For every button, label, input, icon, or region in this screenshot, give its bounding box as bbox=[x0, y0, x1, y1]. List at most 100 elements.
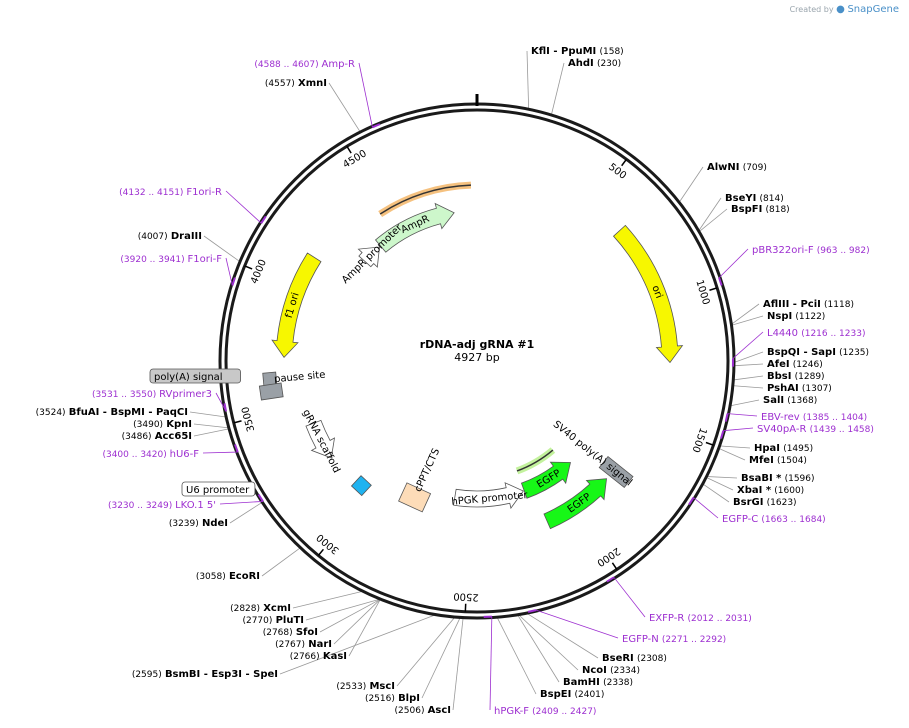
enzyme-label-afliii: AflIII - PciI (1118) bbox=[763, 299, 854, 310]
primer-range: (4588 .. 4607) bbox=[254, 60, 321, 70]
enzyme-label-bamhi: BamHI (2338) bbox=[563, 677, 633, 688]
enzyme-name: NcoI bbox=[582, 665, 607, 676]
enzyme-label-xbai: XbaI * (1600) bbox=[737, 485, 804, 496]
enzyme-name: DraIII bbox=[171, 231, 202, 242]
primer-name: hU6-F bbox=[170, 449, 200, 460]
enzyme-position: (2506) bbox=[395, 706, 425, 716]
primer-glow-0 bbox=[378, 181, 472, 217]
enzyme-label-hpai: HpaI (1495) bbox=[754, 443, 813, 454]
enzyme-position: (814) bbox=[760, 194, 784, 204]
primer-mark-lko-1-5 bbox=[257, 493, 264, 502]
enzyme-name: AlwNI bbox=[707, 162, 740, 173]
enzyme-name: BspFI bbox=[731, 204, 762, 215]
enzyme-extra: - PpuMI bbox=[550, 46, 596, 57]
enzyme-line-draiii-1 bbox=[203, 235, 240, 262]
enzyme-label-xmni: (4557) XmnI bbox=[265, 78, 327, 89]
primer-line-ebv-rev bbox=[727, 413, 758, 417]
feature-ampr-0 bbox=[374, 202, 455, 253]
enzyme-label-xcmi: (2828) XcmI bbox=[230, 603, 291, 614]
enzyme-position: (2767) bbox=[275, 640, 305, 650]
enzyme-position: (2768) bbox=[263, 628, 293, 638]
enzyme-line-kasi-11 bbox=[348, 599, 381, 657]
enzyme-label-bsmbi: (2595) BsmBI - Esp3I - SpeI bbox=[132, 669, 278, 680]
enzyme-label-sali: SalI (1368) bbox=[763, 395, 817, 406]
enzyme-label-kasi: (2766) KasI bbox=[290, 651, 347, 662]
primer-label-l4440: L4440 (1216 .. 1233) bbox=[767, 328, 865, 339]
enzyme-name: HpaI bbox=[754, 443, 780, 454]
primer-name: EGFP-N bbox=[622, 634, 662, 645]
primer-mark-pbr322ori-f bbox=[718, 277, 723, 286]
primer-range: (3230 .. 3249) bbox=[108, 501, 175, 511]
enzyme-extra: - Esp3I - SpeI bbox=[200, 669, 278, 680]
primer-mark-rvprimer3 bbox=[223, 403, 227, 412]
primer-line-egfp-c bbox=[693, 497, 719, 519]
enzyme-position: (1495) bbox=[783, 444, 813, 454]
primer-range: (2409 .. 2427) bbox=[532, 707, 596, 717]
enzyme-position: (1504) bbox=[777, 456, 807, 466]
primer-mark-exfp-r bbox=[606, 576, 615, 583]
tick-4500 bbox=[346, 145, 352, 154]
enzyme-line-ncoi-18 bbox=[519, 615, 579, 671]
primer-range: (963 .. 982) bbox=[817, 246, 870, 256]
tick-label-500: 500 bbox=[606, 162, 628, 182]
primer-mark-ebv-rev bbox=[724, 413, 729, 422]
credit-prefix: Created by bbox=[789, 5, 834, 14]
enzyme-label-ahdi: AhdI (230) bbox=[568, 58, 621, 69]
tick-label-2000: 2000 bbox=[595, 545, 622, 568]
feature-label-ampr-promoter-1: AmpR promoter bbox=[340, 222, 405, 286]
primer-name: EXFP-R bbox=[649, 613, 687, 624]
enzyme-name: BfuAI bbox=[69, 407, 100, 418]
enzyme-position: (1368) bbox=[787, 396, 817, 406]
enzyme-name: BlpI bbox=[398, 693, 420, 704]
feature-label-ori-2: ori bbox=[649, 284, 664, 300]
box-u6-promoter-tip-4 bbox=[350, 475, 372, 497]
enzyme-label-ncoi: NcoI (2334) bbox=[582, 665, 640, 676]
enzyme-label-afei: AfeI (1246) bbox=[767, 359, 823, 370]
enzyme-name: BspQI bbox=[767, 347, 800, 358]
enzyme-label-ndei: (3239) NdeI bbox=[169, 518, 228, 529]
primer-line-sv40pa-r bbox=[723, 427, 754, 432]
enzyme-name: BsrGI bbox=[733, 497, 763, 508]
enzyme-position: (3524) bbox=[36, 408, 66, 418]
enzyme-line-xbai-15 bbox=[706, 477, 734, 491]
enzyme-position: (1600) bbox=[774, 486, 804, 496]
feature-grna-scaffold-7 bbox=[305, 419, 336, 459]
tick-2000 bbox=[611, 562, 618, 570]
primer-name: L4440 bbox=[767, 328, 801, 339]
enzyme-name: EcoRI bbox=[229, 571, 260, 582]
enzyme-name: BamHI bbox=[563, 677, 600, 688]
primer-range: (3400 .. 3420) bbox=[102, 450, 169, 460]
enzyme-name: Acc65I bbox=[155, 431, 192, 442]
enzyme-position: (2770) bbox=[242, 616, 272, 626]
primer-mark-f1ori-f bbox=[231, 277, 236, 286]
feature-ampr-promoter-1 bbox=[357, 246, 380, 268]
enzyme-position: (1596) bbox=[785, 474, 815, 484]
enzyme-position: (2595) bbox=[132, 670, 162, 680]
primer-label-egfp-n: EGFP-N (2271 .. 2292) bbox=[622, 634, 726, 645]
primer-name: hPGK-F bbox=[494, 706, 532, 717]
enzyme-label-sfoi: (2768) SfoI bbox=[263, 627, 318, 638]
primer-line-rvprimer3 bbox=[215, 392, 227, 412]
primer-glows bbox=[378, 181, 556, 475]
enzyme-line-pshai-10 bbox=[733, 385, 764, 389]
feature-label-grna-scaffold-7: gRNA scaffold bbox=[300, 408, 342, 475]
enzyme-line-bsrgi-16 bbox=[703, 484, 730, 503]
enzyme-leader-lines bbox=[189, 50, 764, 711]
primer-label-egfp-c: EGFP-C (1663 .. 1684) bbox=[722, 514, 826, 525]
enzyme-position: (1623) bbox=[767, 498, 797, 508]
enzyme-position: (2334) bbox=[610, 666, 640, 676]
enzyme-line-sfoi-9 bbox=[319, 599, 380, 633]
enzyme-line-afliii-5 bbox=[732, 303, 760, 325]
enzyme-line-nari-10 bbox=[333, 599, 380, 645]
primer-range: (1663 .. 1684) bbox=[761, 515, 825, 525]
primer-label-amp-r: (4588 .. 4607) Amp-R bbox=[254, 59, 355, 70]
primer-line-l4440 bbox=[732, 331, 764, 359]
enzyme-name: AfeI bbox=[767, 359, 790, 370]
primer-name: RVprimer3 bbox=[159, 389, 212, 400]
enzyme-position: (1122) bbox=[795, 312, 825, 322]
tick-label-1000: 1000 bbox=[693, 279, 711, 307]
primer-labels: (4588 .. 4607) Amp-R(4132 .. 4151) F1ori… bbox=[92, 59, 874, 717]
enzyme-line-asci-15 bbox=[452, 618, 464, 711]
primer-label-hpgk-f: hPGK-F (2409 .. 2427) bbox=[494, 706, 596, 717]
plasmid-length: 4927 bp bbox=[454, 351, 499, 364]
